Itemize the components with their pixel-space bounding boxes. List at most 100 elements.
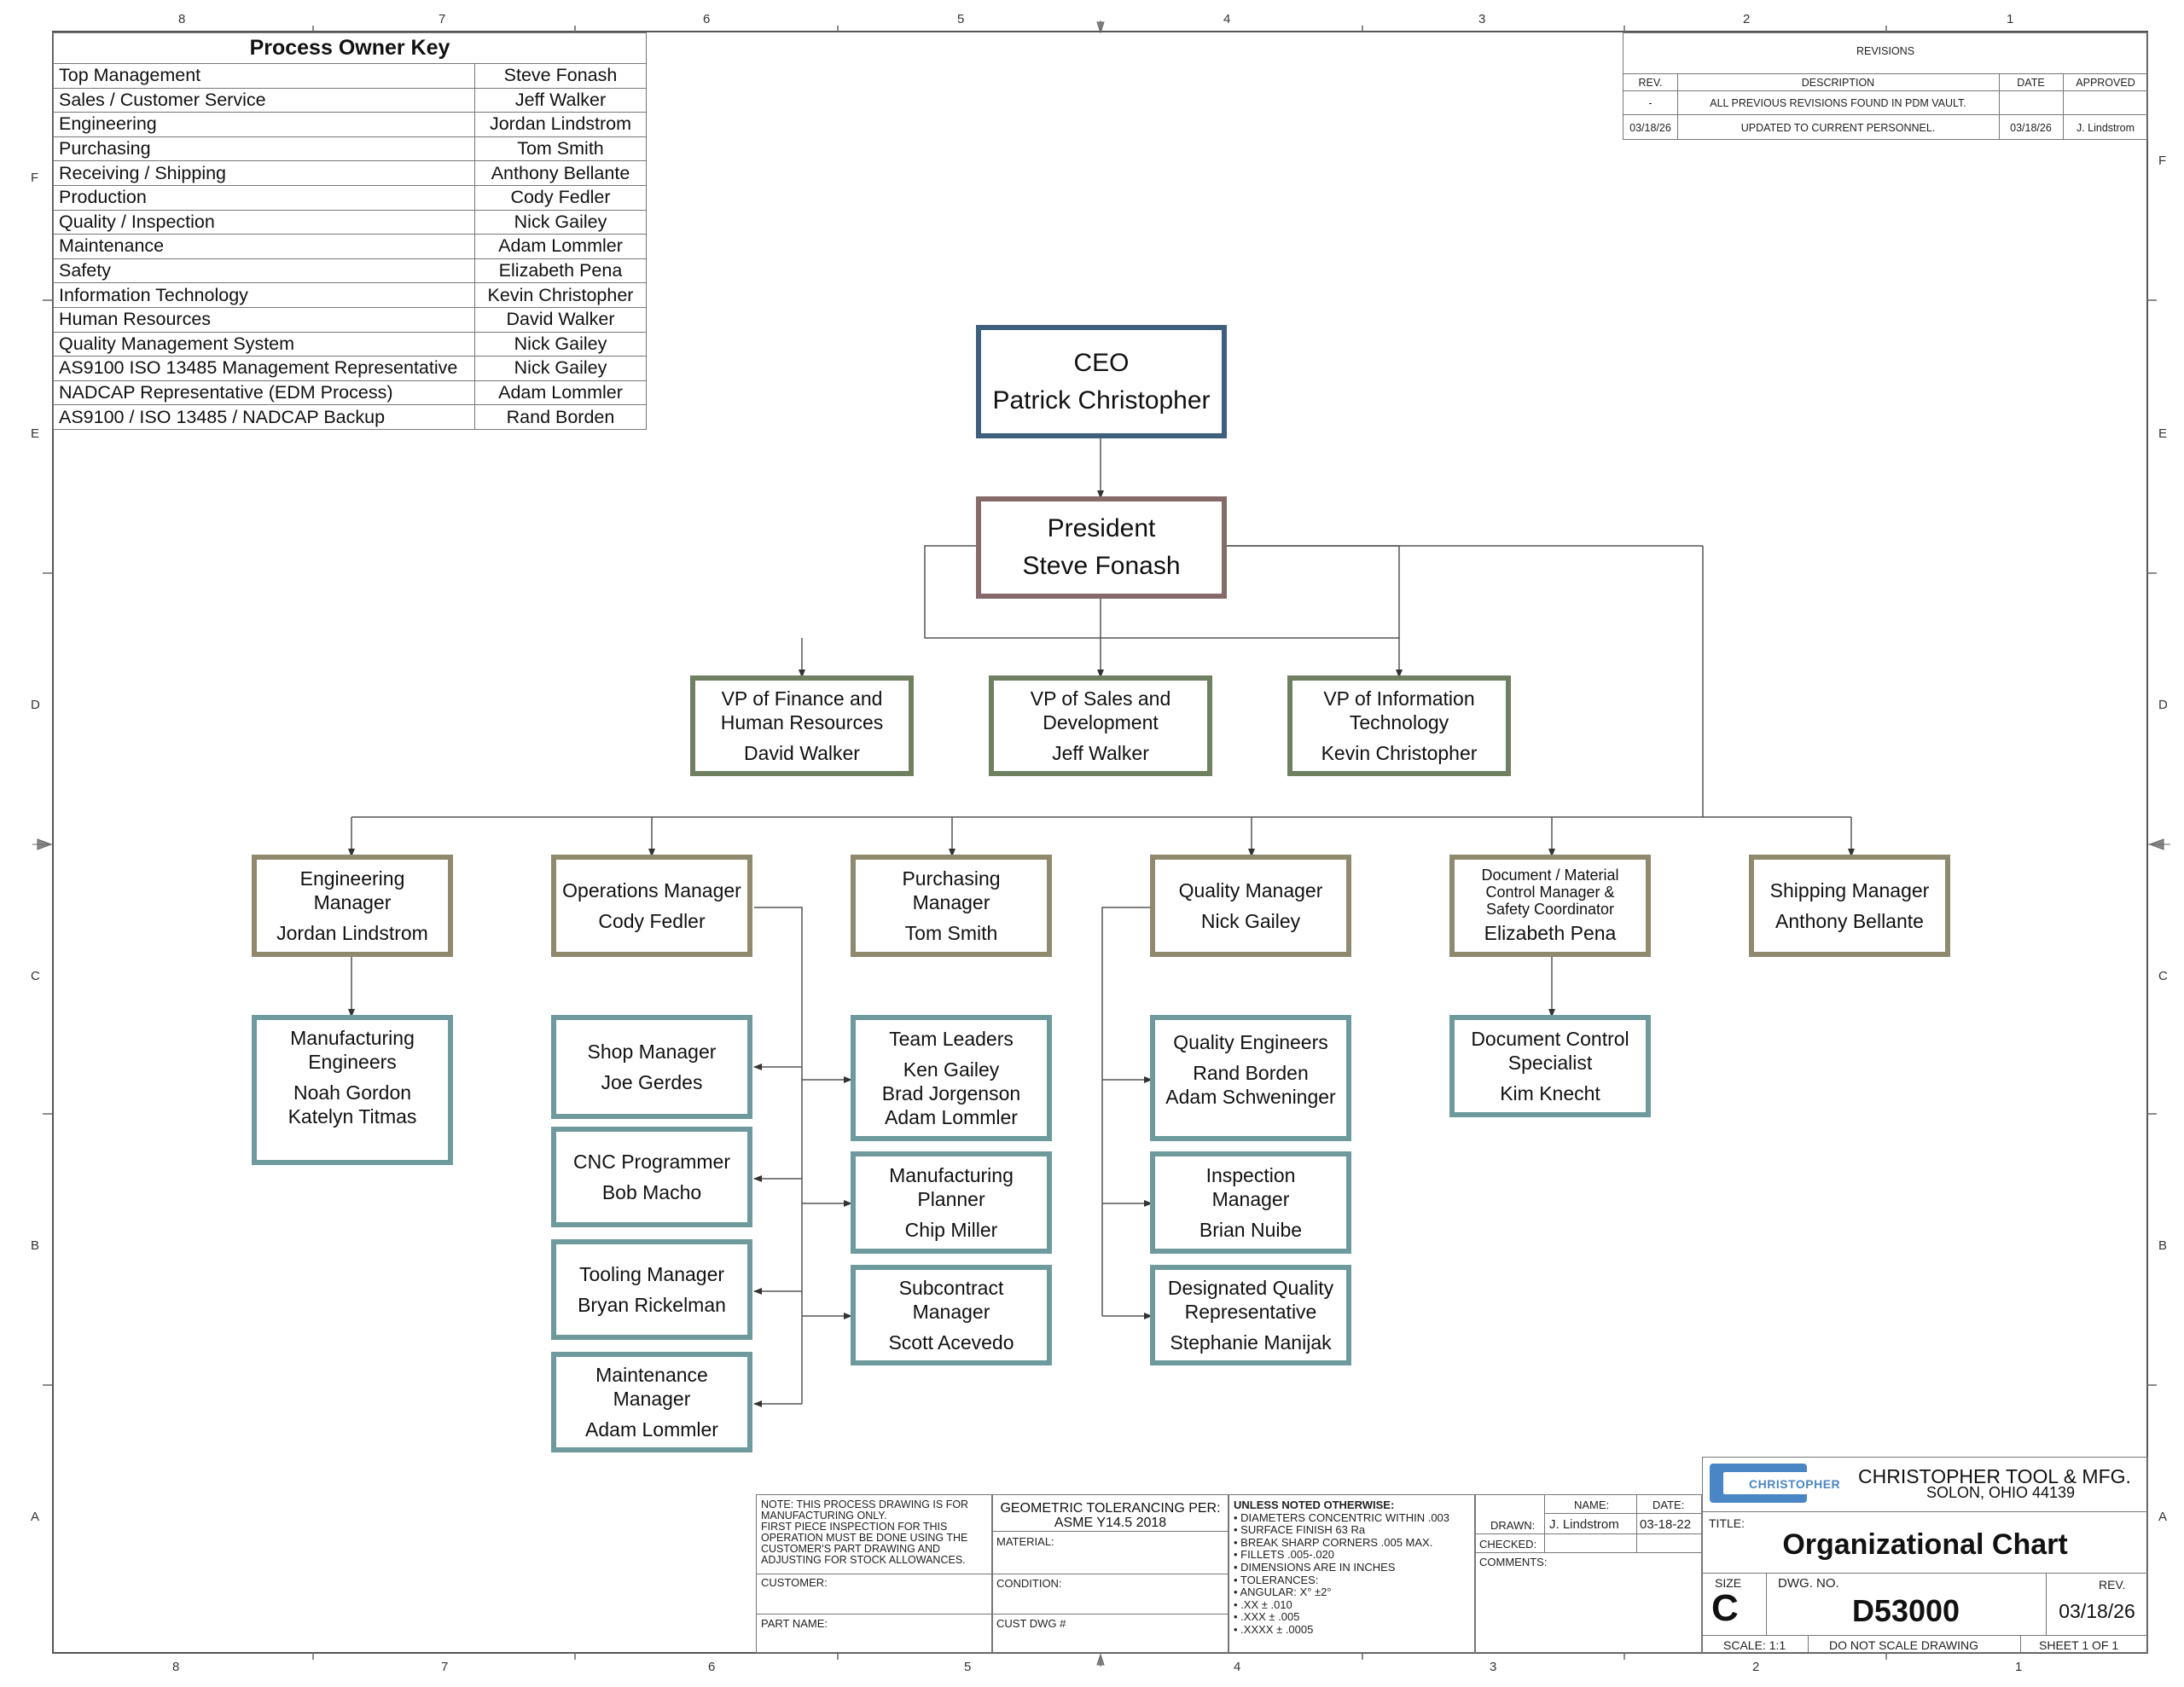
org-title: Engineers [308,1051,397,1073]
zone-label: F [2158,154,2167,168]
org-title: Control Manager & [1485,884,1615,901]
zone-label: D [31,698,40,712]
rev-cell: UPDATED TO CURRENT PERSONNEL. [1740,122,1936,134]
org-box-team-leaders: Team Leaders Ken Gailey Brad Jorgenson A… [851,1015,1052,1141]
zone-label: 6 [703,12,711,26]
key-owner: Jeff Walker [474,87,647,113]
org-title: VP of Finance and [721,687,883,710]
org-title: Inspection [1205,1164,1296,1186]
zone-label: A [31,1510,40,1524]
company-address: SOLON, OHIO 44139 [1926,1484,2076,1501]
org-box-vp-finance: VP of Finance and Human Resources David … [690,675,914,776]
zone-label: E [31,426,40,441]
title-block-signoff [1475,1494,1702,1653]
key-owner: Cody Fedler [474,184,647,211]
org-box-cnc-programmer: CNC Programmer Bob Macho [551,1127,752,1227]
title-block-company [1702,1457,2148,1653]
key-process: Quality Management System [53,331,475,357]
org-box-shop-manager: Shop Manager Joe Gerdes [551,1015,752,1119]
drawn-date: 03-18-22 [1640,1517,1692,1532]
drawn-label: DRAWN: [1490,1519,1536,1532]
dwg-no-label: DWG. NO. [1778,1576,1839,1591]
org-person: Adam Lommler [585,1418,718,1441]
org-title: Manager [313,891,392,913]
org-box-shipping-manager: Shipping Manager Anthony Bellante [1749,855,1950,957]
zone-label: F [31,171,39,185]
org-person: Joe Gerdes [601,1071,703,1093]
org-person: Jordan Lindstrom [276,922,428,944]
zone-label: 7 [439,12,446,26]
zone-label: 8 [178,12,186,26]
drawing-title: Organizational Chart [1782,1528,2068,1561]
org-person: Brad Jorgenson [881,1082,1021,1104]
org-person: David Walker [744,742,860,764]
org-title: Team Leaders [889,1028,1014,1050]
key-owner: Adam Lommler [474,380,647,406]
org-title: Subcontract [898,1277,1004,1299]
zone-label: D [2158,698,2168,712]
org-title: Manager [1211,1188,1290,1210]
org-title: Quality Manager [1178,879,1323,901]
org-title: Safety Coordinator [1485,901,1615,918]
org-person: Brian Nuibe [1199,1219,1303,1241]
rev-cell: J. Lindstrom [2076,122,2135,134]
zone-label: 2 [1752,1660,1760,1674]
org-box-manufacturing-planner: Manufacturing Planner Chip Miller [851,1151,1052,1254]
org-person: Bryan Rickelman [578,1294,726,1316]
org-box-vp-sales: VP of Sales and Development Jeff Walker [989,675,1212,776]
zone-label: C [31,969,40,983]
org-person: Cody Fedler [598,910,706,932]
org-title: VP of Information [1323,687,1475,710]
org-title: Human Resources [720,711,884,733]
org-box-manufacturing-engineers: Manufacturing Engineers Noah Gordon Kate… [252,1015,453,1165]
org-box-president: President Steve Fonash [976,496,1227,599]
process-owner-key-title: Process Owner Key [249,36,450,60]
zone-label: 1 [2015,1660,2023,1674]
org-person: Anthony Bellante [1775,910,1924,932]
org-person: Bob Macho [601,1181,702,1203]
org-person: Tom Smith [904,922,998,944]
org-box-designated-quality-representative: Designated Quality Representative Stepha… [1150,1265,1351,1365]
key-process: Information Technology [53,282,475,308]
key-owner: Anthony Bellante [474,160,647,186]
org-box-tooling-manager: Tooling Manager Bryan Rickelman [551,1239,752,1340]
org-title: VP of Sales and [1030,687,1171,710]
org-title: CEO [1073,348,1130,377]
key-process: Quality / Inspection [53,209,475,235]
org-title: President [1047,514,1156,542]
org-box-subcontract-manager: Subcontract Manager Scott Acevedo [851,1265,1052,1365]
zone-label: 8 [172,1660,180,1674]
part-name-label: PART NAME: [761,1617,828,1630]
org-title: Operations Manager [562,879,741,901]
tolerance-notes: UNLESS NOTED OTHERWISE: • DIAMETERS CONC… [1234,1499,1450,1636]
key-title-border [53,32,647,63]
org-person: Adam Schweninger [1165,1086,1336,1108]
title-label: TITLE: [1709,1516,1745,1530]
key-process: Engineering [53,112,475,137]
zone-label: 7 [441,1660,449,1674]
key-process: Receiving / Shipping [53,160,475,186]
org-title: Development [1043,711,1159,733]
sheet-size: C [1711,1587,1739,1629]
manufacturing-note: NOTE: THIS PROCESS DRAWING IS FOR MANUFA… [761,1499,969,1566]
key-process: AS9100 / ISO 13485 / NADCAP Backup [53,404,475,430]
zone-label: 3 [1478,12,1486,26]
org-title: Engineering [299,867,405,890]
key-process: Human Resources [53,306,475,333]
org-title: Technology [1349,711,1449,733]
org-person: Scott Acevedo [888,1331,1014,1354]
org-person: Rand Borden [1193,1062,1309,1084]
drawing-number: D53000 [1851,1593,1960,1628]
key-owner: Steve Fonash [474,63,647,89]
rev-cell: 03/18/26 [1629,122,1671,134]
zone-label: 1 [2007,12,2014,26]
key-process: AS9100 ISO 13485 Management Representati… [53,356,475,381]
logo-text: CHRISTOPHER [1749,1477,1841,1491]
org-title: Planner [917,1188,985,1210]
rev-cell: 03/18/26 [2010,122,2052,134]
zone-label: 4 [1223,12,1231,26]
